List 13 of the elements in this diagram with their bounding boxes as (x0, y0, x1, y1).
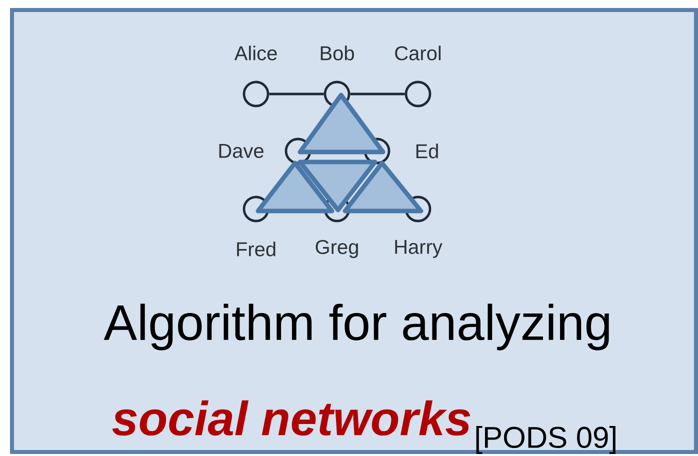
connector-line (350, 92, 405, 96)
node-name: Greg (316, 240, 358, 258)
connector-line (269, 92, 324, 96)
node-name: Harry (395, 240, 442, 258)
node-name: Bob (320, 46, 354, 60)
node-name: Ed (416, 144, 438, 158)
heading-text: social networks (112, 400, 470, 436)
heading-text: Algorithm for analyzing (104, 304, 609, 350)
node-name: Alice (234, 46, 277, 60)
citation-text: [PODS 09] (476, 426, 616, 454)
node-name: Carol (395, 46, 441, 60)
node-name: Dave (219, 144, 264, 158)
node-name: Fred (237, 242, 276, 256)
